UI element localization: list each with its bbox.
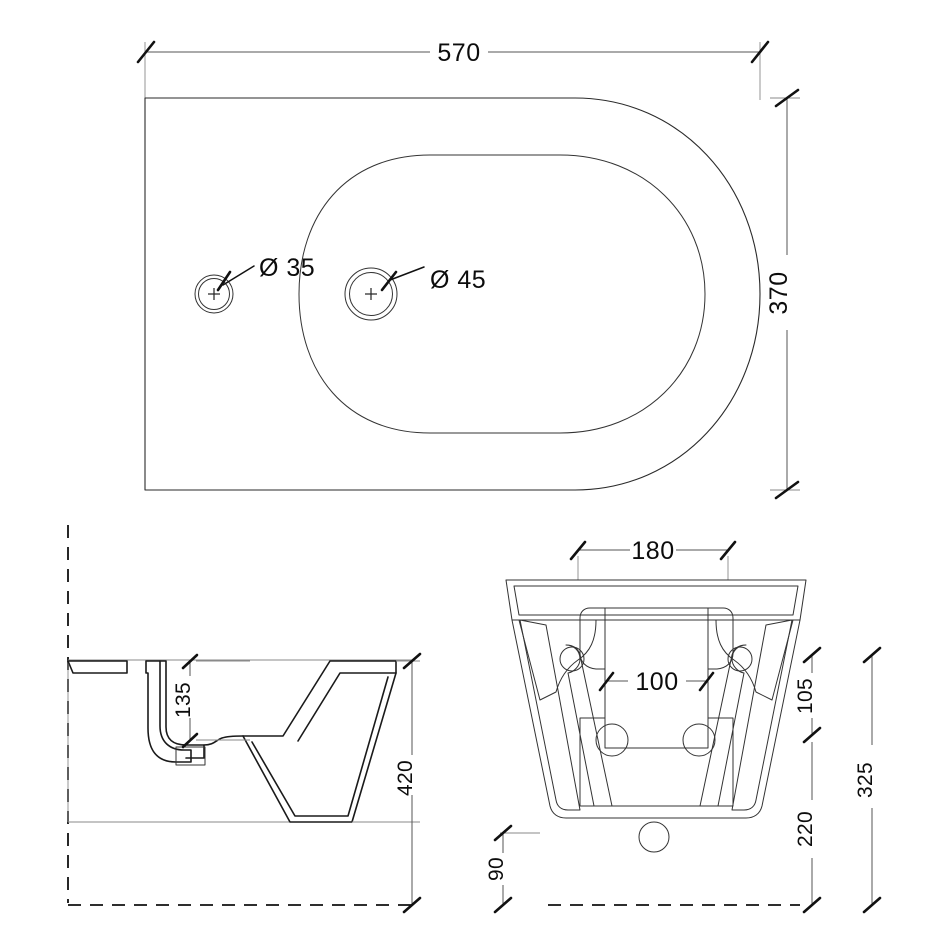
front-lower-right-hole bbox=[682, 723, 716, 757]
side-bowl-profile bbox=[159, 660, 205, 759]
dim-tick-325-top bbox=[862, 646, 882, 664]
front-top-flange-inner bbox=[513, 585, 799, 616]
front-left-gusset bbox=[518, 619, 597, 701]
dim-tick-105-bottom bbox=[802, 726, 822, 744]
leader-line-45 bbox=[389, 266, 425, 281]
side-bowl-floor-and-wall bbox=[203, 660, 397, 746]
dim-label-45: Ø 45 bbox=[430, 266, 486, 294]
front-waste-hole bbox=[638, 821, 670, 853]
plan-outer-outline bbox=[144, 97, 761, 491]
plan-hole-35-group: Ø 35 bbox=[194, 254, 315, 314]
dim-label-570: 570 bbox=[437, 39, 480, 67]
dim-label-100: 100 bbox=[635, 668, 678, 696]
dim-tick-135-bottom bbox=[181, 732, 199, 749]
dim-label-325: 325 bbox=[854, 762, 877, 798]
plan-hole-45-group: Ø 45 bbox=[344, 266, 486, 321]
leader-tick-35 bbox=[216, 270, 232, 292]
dim-tick-100-right bbox=[698, 671, 715, 692]
dim-tick-370-bottom bbox=[774, 480, 800, 500]
front-right-gusset bbox=[715, 619, 794, 701]
small-hole-inner-circle bbox=[198, 278, 230, 310]
front-lower-left-hole bbox=[595, 723, 629, 757]
large-hole-inner-circle bbox=[349, 272, 393, 316]
front-body-outer bbox=[511, 619, 801, 819]
dim-label-90: 90 bbox=[485, 857, 508, 881]
side-pedestal-v bbox=[242, 672, 397, 823]
leader-tick-45 bbox=[380, 270, 398, 292]
front-right-mounting-ring bbox=[727, 646, 753, 672]
side-view-group: 135 420 bbox=[67, 525, 422, 914]
side-pedestal-v-inner bbox=[251, 676, 389, 817]
dim-tick-90-top bbox=[493, 824, 513, 842]
dim-tick-570-right bbox=[750, 40, 770, 64]
dim-tick-220-bottom bbox=[802, 896, 822, 914]
front-left-rail-inner bbox=[519, 619, 581, 811]
front-center-shoulder-left bbox=[579, 607, 606, 670]
dim-label-135: 135 bbox=[172, 682, 195, 718]
dim-tick-180-right bbox=[719, 540, 737, 561]
side-wall-bracket-profile bbox=[145, 660, 192, 763]
dim-tick-570-left bbox=[136, 40, 156, 64]
plan-view-group: 570 370 Ø 35 Ø bbox=[136, 39, 800, 500]
dim-label-180: 180 bbox=[631, 537, 674, 565]
dim-tick-90-bottom bbox=[493, 896, 513, 914]
dim-tick-135-top bbox=[181, 653, 199, 670]
front-left-mounting-ring bbox=[559, 646, 585, 672]
small-hole-outer-circle bbox=[194, 274, 234, 314]
plan-inner-bowl-outline bbox=[298, 154, 706, 434]
dim-label-370: 370 bbox=[765, 271, 793, 314]
dim-tick-370-top bbox=[774, 88, 800, 108]
front-center-block bbox=[604, 607, 709, 749]
dim-tick-420-top bbox=[402, 652, 422, 670]
dim-tick-325-bottom bbox=[862, 896, 882, 914]
dim-label-105: 105 bbox=[794, 678, 817, 714]
front-center-shoulder-right bbox=[707, 607, 734, 670]
dim-label-220: 220 bbox=[794, 811, 817, 847]
dim-label-420: 420 bbox=[394, 760, 417, 796]
front-inner-panel bbox=[579, 717, 734, 807]
dim-tick-105-top bbox=[802, 646, 822, 664]
front-view-group: 180 100 bbox=[485, 537, 882, 914]
dim-label-35: Ø 35 bbox=[259, 254, 315, 282]
large-hole-outer-circle bbox=[344, 267, 398, 321]
side-outlet-box bbox=[175, 746, 206, 766]
front-right-strut bbox=[699, 644, 747, 807]
dim-tick-100-left bbox=[598, 671, 615, 692]
front-right-rail-inner bbox=[731, 619, 793, 811]
dim-tick-180-left bbox=[569, 540, 587, 561]
side-body-profile bbox=[67, 660, 128, 674]
leader-line-35 bbox=[222, 265, 255, 286]
dim-tick-420-bottom bbox=[402, 896, 422, 914]
